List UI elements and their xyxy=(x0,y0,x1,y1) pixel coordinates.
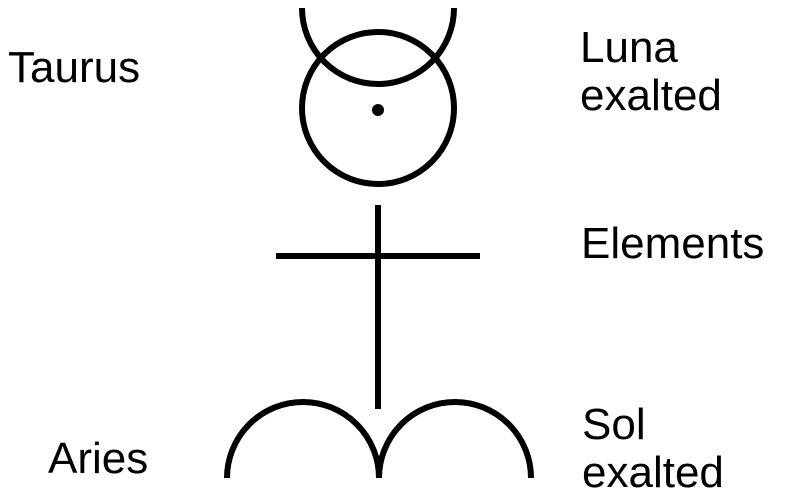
sun-dot-icon xyxy=(372,104,384,116)
aries-arcs-icon xyxy=(224,399,534,479)
aries-label: Aries xyxy=(48,435,148,483)
crescent-horns-icon xyxy=(299,7,457,87)
luna-exalted-label: Luna exalted xyxy=(580,24,722,120)
elements-text: Elements xyxy=(581,219,765,268)
luna-exalted-text: exalted xyxy=(580,71,722,120)
sol-exalted-text: exalted xyxy=(582,448,724,497)
sol-text: Sol xyxy=(582,400,646,449)
sun-circle-icon xyxy=(299,29,457,187)
luna-text: Luna xyxy=(580,23,678,72)
taurus-text: Taurus xyxy=(8,43,141,92)
elements-label: Elements xyxy=(581,220,764,268)
taurus-label: Taurus xyxy=(8,44,140,92)
sol-exalted-label: Sol exalted xyxy=(582,401,724,497)
aries-text: Aries xyxy=(48,434,149,483)
